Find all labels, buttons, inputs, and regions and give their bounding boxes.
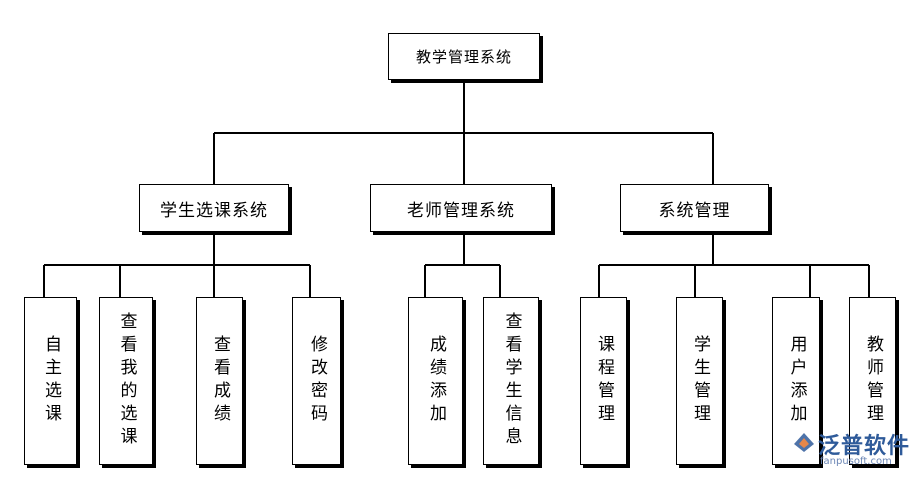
- root-node: 教学管理系统: [388, 33, 540, 80]
- branch-node-system: 系统管理: [620, 184, 769, 232]
- branch-node-student: 学生选课系统: [139, 184, 289, 232]
- leaf-node: 自主选课: [24, 297, 77, 465]
- leaf-node: 成绩添加: [408, 297, 463, 465]
- brand-logo-icon: [794, 433, 814, 452]
- watermark: 泛普软件 fanpusoft.com: [790, 426, 920, 474]
- leaf-node: 学生管理: [676, 297, 723, 465]
- branch-node-teacher: 老师管理系统: [370, 184, 552, 232]
- watermark-url: fanpusoft.com: [820, 456, 892, 467]
- leaf-node: 查看我的选课: [99, 297, 153, 465]
- leaf-node: 查看成绩: [196, 297, 243, 465]
- watermark-brand: 泛普软件: [818, 434, 911, 459]
- leaf-node: 查看学生信息: [483, 297, 539, 465]
- leaf-node: 修改密码: [292, 297, 341, 465]
- leaf-node: 教师管理: [849, 297, 896, 465]
- leaf-node: 课程管理: [580, 297, 627, 465]
- leaf-node: 用户添加: [772, 297, 820, 465]
